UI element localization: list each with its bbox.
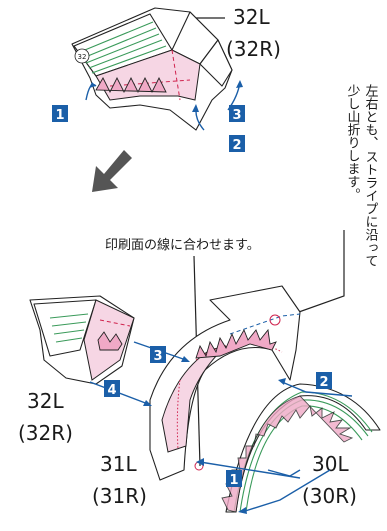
svg-text:ストライプに沿って: ストライプに沿って (363, 150, 379, 267)
step-badge-3-bottom: 3 (150, 346, 166, 364)
step-badge-1-bottom: 1 (226, 470, 242, 488)
left-part-illustration: 32L (32R) (18, 295, 135, 445)
svg-text:1: 1 (229, 473, 238, 488)
svg-text:1: 1 (55, 108, 64, 123)
top-part-label: 32L (233, 5, 270, 29)
step-badge-2-bottom: 2 (316, 372, 332, 390)
top-part-illustration: 32 32L (32R) (71, 5, 281, 131)
center-part-label-alt: (31R) (92, 484, 147, 508)
down-left-arrow-icon (92, 150, 132, 192)
center-part-label: 31L (100, 452, 137, 476)
svg-text:2: 2 (319, 375, 328, 390)
right-part-illustration: 30L (30R) (221, 383, 381, 513)
step-badge-3-top: 3 (229, 105, 245, 123)
svg-text:4: 4 (107, 383, 116, 398)
center-part-illustration: 31L (31R) (92, 285, 301, 508)
stripe-fold-note: 左右とも、 ストライプに沿って 少し山折りします。 (281, 84, 379, 319)
right-part-label-alt: (30R) (302, 484, 357, 508)
svg-text:少し山折りします。: 少し山折りします。 (345, 84, 361, 201)
print-side-note: 印刷面の線に合わせます。 (105, 237, 260, 253)
left-part-label: 32L (27, 389, 64, 413)
svg-text:3: 3 (232, 108, 241, 123)
stripe-area-top (73, 13, 173, 77)
svg-text:2: 2 (232, 138, 241, 153)
step-badge-1-top: 1 (52, 105, 68, 123)
top-part-label-alt: (32R) (226, 37, 281, 61)
right-part-label: 30L (312, 452, 349, 476)
step-badge-2-top: 2 (229, 135, 245, 153)
svg-text:左右とも、: 左右とも、 (363, 84, 379, 149)
left-part-label-alt: (32R) (18, 421, 73, 445)
step-badge-4-bottom: 4 (104, 380, 120, 398)
svg-text:3: 3 (153, 349, 162, 364)
small-part-number: 32 (78, 53, 87, 61)
